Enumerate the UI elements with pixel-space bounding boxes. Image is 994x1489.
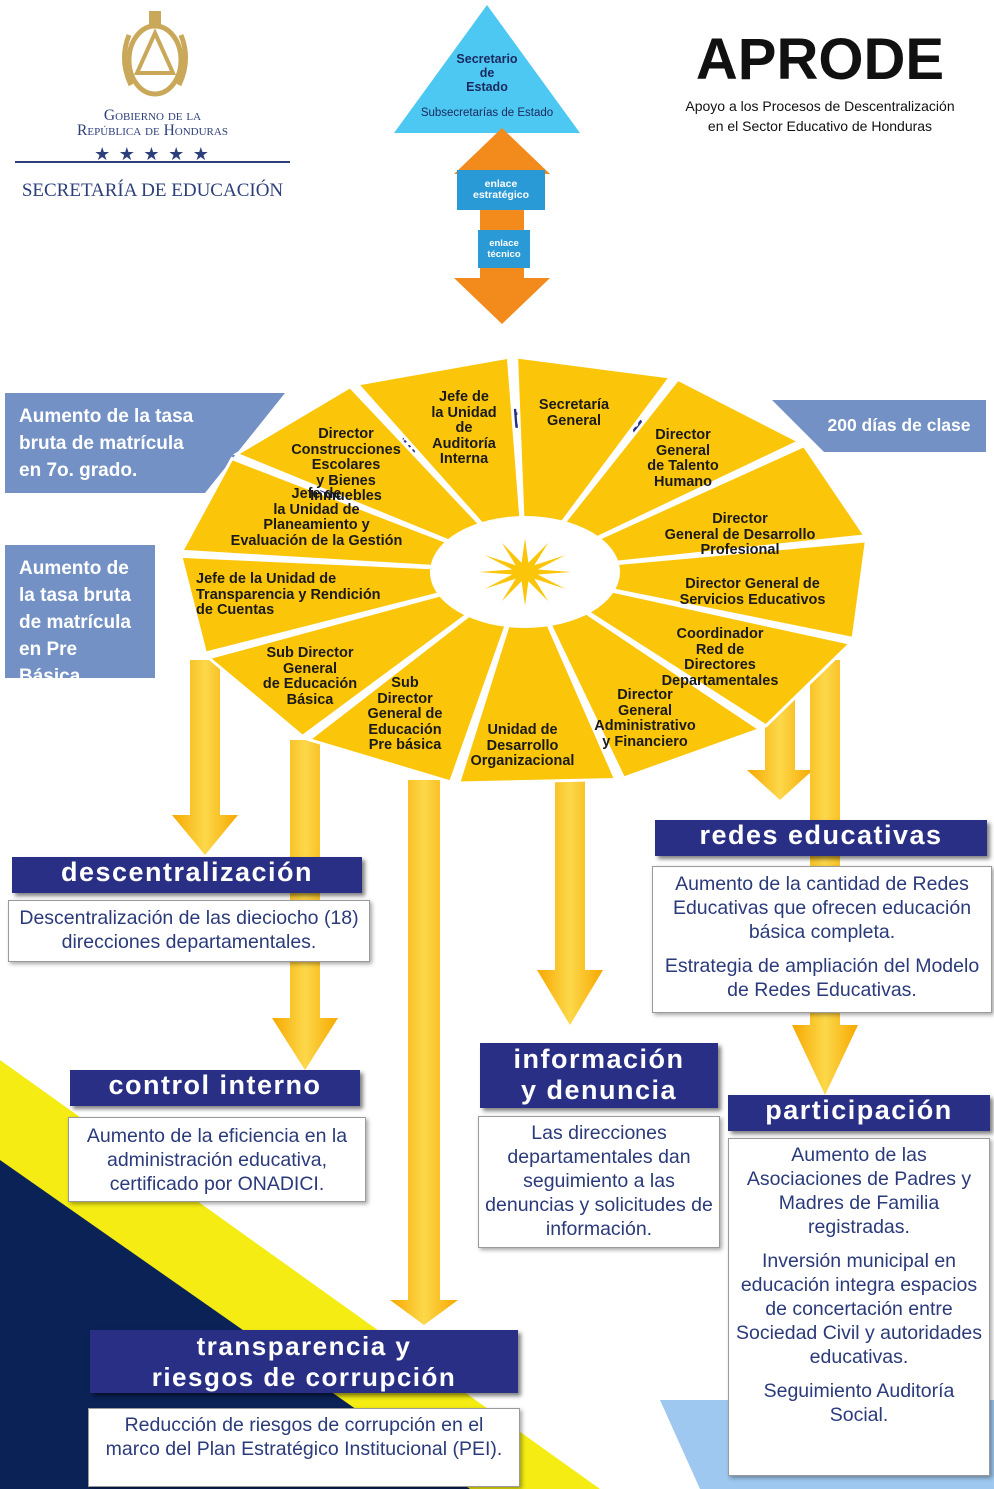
coat-of-arms-icon	[122, 11, 188, 97]
participacion-item-2: Inversión municipal en educación integra…	[735, 1250, 983, 1368]
redes-item-2: Estrategia de ampliación del Modelo de R…	[664, 955, 980, 1001]
navy-band	[0, 1160, 470, 1489]
government-logo: Gobierno de la República de Honduras ★ ★…	[10, 5, 295, 205]
wedge-1	[523, 377, 803, 574]
wedge-5	[521, 567, 764, 780]
wedge-label-auditoria: Jefe de la Unidad de Auditoría Interna	[431, 389, 497, 467]
wedge-10	[179, 456, 526, 574]
control-item: Aumento de la eficiencia en la administr…	[86, 1125, 348, 1195]
logo-secretaria: SECRETARÍA DE EDUCACIÓN	[21, 180, 284, 201]
descentralizacion-header: descentralización	[12, 857, 362, 893]
strategic-link-box: enlace estratégico	[457, 170, 545, 210]
strategic-link-label: enlace estratégico	[472, 178, 530, 201]
descentralizacion-item: Descentralización de las dieciocho (18) …	[19, 907, 359, 953]
informacion-box: Las direcciones departamentales dan segu…	[478, 1116, 720, 1248]
arrow-redes	[747, 700, 813, 800]
control-box: Aumento de la eficiencia en la administr…	[68, 1117, 366, 1202]
participacion-box: Aumento de las Asociaciones de Padres y …	[728, 1138, 990, 1476]
logo-line-1: Gobierno de la	[103, 107, 202, 124]
transparencia-header: transparencia y riesgos de corrupción	[90, 1330, 518, 1393]
wedge-label-servicios: Director General de Servicios Educativos	[679, 576, 826, 608]
logo-divider	[15, 161, 290, 163]
side-box-left-top: Aumento de la tasa bruta de matrícula en…	[19, 406, 194, 481]
informacion-title-1: información	[513, 1044, 685, 1074]
star-burst-icon	[478, 538, 572, 606]
wedge-label-secretaria: Secretaría General	[538, 397, 610, 429]
wedge-6	[456, 567, 618, 785]
participacion-item-1: Aumento de las Asociaciones de Padres y …	[746, 1144, 972, 1238]
transparencia-box: Reducción de riesgos de corrupción en el…	[88, 1408, 520, 1487]
redes-box: Aumento de la cantidad de Redes Educativ…	[652, 866, 992, 1013]
wedge-label-administrativo: Director General Administrativo y Financ…	[594, 687, 696, 750]
control-header: control interno	[70, 1070, 360, 1106]
logo-stars: ★ ★ ★ ★ ★	[94, 144, 211, 164]
side-box-left-top-shape	[5, 393, 285, 493]
redes-item-1: Aumento de la cantidad de Redes Educativ…	[672, 873, 972, 943]
participacion-item-3: Seguimiento Auditoría Social.	[763, 1380, 955, 1426]
committee-wheel: Comité Ejecutivo APRODE	[178, 355, 869, 785]
aprode-title: APRODE	[695, 27, 945, 92]
apex-subtitle: Subsecretarías de Estado	[420, 107, 554, 119]
aprode-subtitle-2: en el Sector Educativo de Honduras	[707, 118, 933, 134]
technical-link-box: enlace técnico	[478, 230, 530, 268]
redes-header: redes educativas	[655, 820, 987, 856]
participacion-header: participación	[728, 1095, 990, 1131]
wedge-label-organizacional: Unidad de Desarrollo Organizacional	[470, 722, 575, 769]
arrow-transparencia	[390, 780, 458, 1325]
arrow-informacion	[537, 750, 603, 1025]
transparencia-title-2: riesgos de corrupción	[151, 1362, 457, 1392]
informacion-header: información y denuncia	[480, 1043, 718, 1108]
informacion-item: Las direcciones departamentales dan segu…	[485, 1122, 713, 1240]
wedge-label-planeamiento: Jefe de la Unidad de Planeamiento y Eval…	[230, 486, 403, 549]
wedge-label-transparencia: Jefe de la Unidad de Transparencia y Ren…	[196, 571, 381, 618]
apex-triangle	[394, 5, 580, 133]
wedge-2	[524, 443, 868, 574]
wedge-7	[305, 567, 529, 784]
wedge-label-desarrollo: Director General de Desarrollo Profesion…	[664, 511, 816, 558]
wedge-label-coordinador: Coordinador Red de Directores Departamen…	[661, 626, 779, 689]
wedge-label-construcciones: Director Construcciones Escolares y Bien…	[291, 426, 401, 504]
wedge-label-prebasica: Sub Director General de Educación Pre bá…	[367, 675, 443, 753]
wedge-11	[233, 384, 527, 574]
transparencia-item: Reducción de riesgos de corrupción en el…	[105, 1414, 503, 1460]
informacion-title-2: y denuncia	[520, 1075, 678, 1105]
side-box-right-top-shape	[772, 400, 986, 452]
side-box-right-top: 200 días de clase	[827, 415, 971, 435]
logo-line-2: República de Honduras	[77, 122, 228, 139]
wedge-4	[524, 570, 854, 728]
wedge-12	[354, 355, 527, 577]
wedge-label-basica: Sub Director General de Educación Básica	[262, 645, 358, 708]
technical-link-label: enlace técnico	[487, 238, 521, 260]
descentralizacion-box: Descentralización de las dieciocho (18) …	[8, 900, 370, 962]
side-box-left-bottom: Aumento de la tasa bruta de matrícula en…	[19, 558, 131, 687]
transparencia-title-1: transparencia y	[196, 1331, 412, 1361]
aprode-subtitle-1: Apoyo a los Procesos de Descentralizació…	[685, 98, 955, 114]
wedge-0	[515, 355, 674, 577]
apex-title: Secretario de Estado	[456, 52, 518, 94]
side-box-left-bottom-shape	[5, 545, 155, 678]
double-arrow	[454, 128, 550, 324]
wedge-label-talento: Director General de Talento Humano	[647, 427, 719, 490]
wedge-8	[205, 570, 526, 739]
wedge-group	[178, 355, 869, 785]
arrow-descentralizacion	[172, 660, 238, 855]
